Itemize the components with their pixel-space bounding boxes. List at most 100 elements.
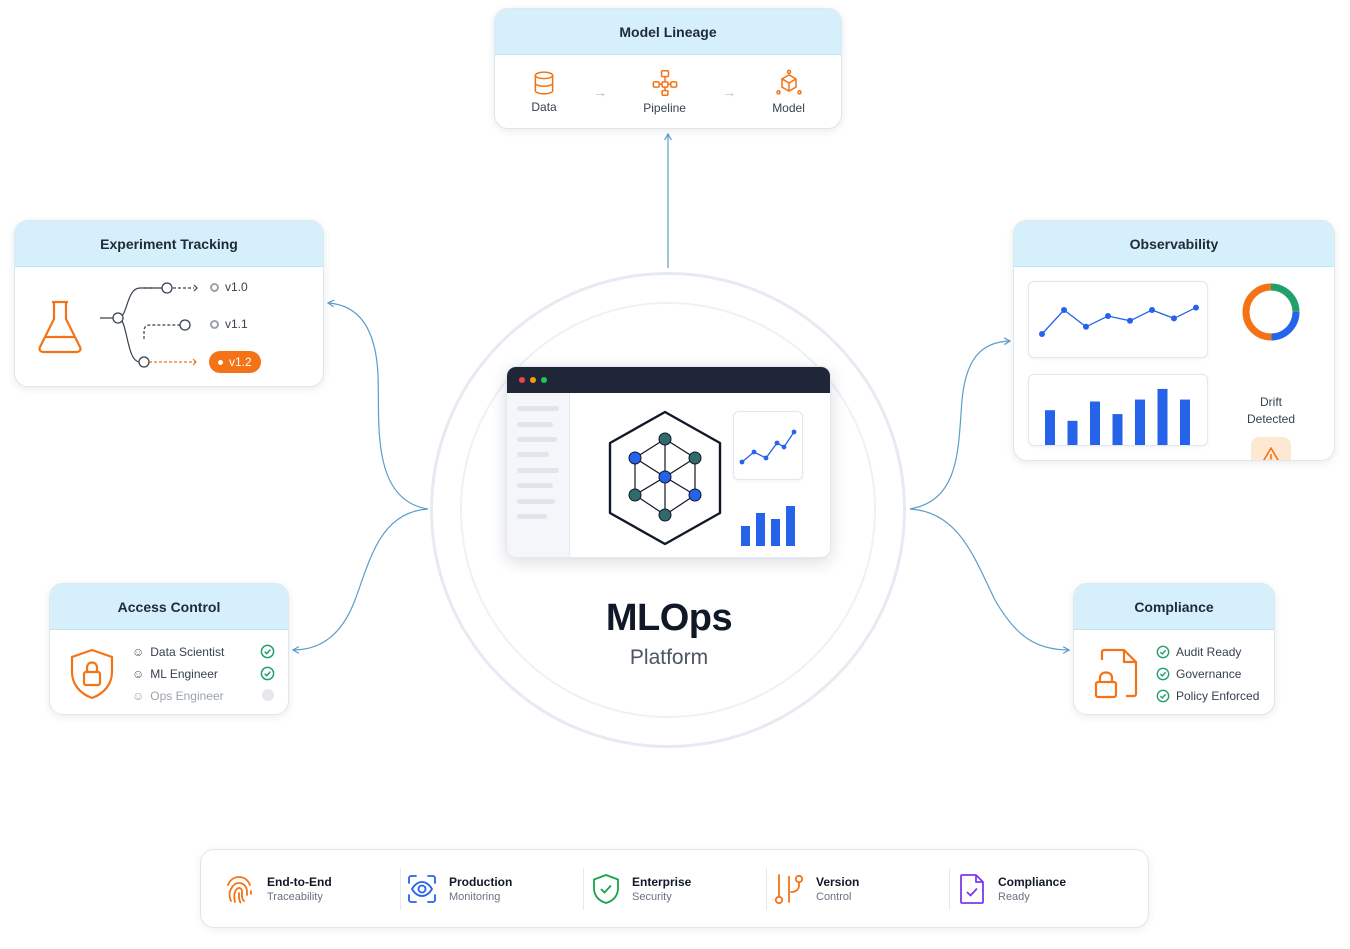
bar-chart-panel	[1028, 374, 1208, 446]
lineage-step-label: Pipeline	[643, 101, 686, 115]
database-icon	[534, 71, 554, 95]
lineage-step-data: Data	[531, 70, 557, 114]
compliance-item: Audit Ready	[1156, 644, 1259, 660]
feature-version-control: Version Control	[774, 868, 859, 910]
feature-subtitle: Monitoring	[449, 891, 501, 903]
bar	[1112, 414, 1123, 445]
sidebar-line	[517, 406, 559, 411]
check-circle-icon	[260, 666, 275, 681]
pipeline-icon	[652, 69, 678, 97]
drift-label: Drift Detected	[1226, 394, 1316, 428]
feature-subtitle: Security	[632, 891, 672, 903]
bar	[1135, 399, 1145, 445]
version-branch-graph	[100, 282, 198, 368]
window-close-dot	[519, 377, 525, 383]
role-row: ☺ Data Scientist	[132, 644, 224, 660]
feature-title: Production	[449, 875, 513, 889]
drift-warning-badge[interactable]	[1251, 437, 1291, 460]
feature-divider	[583, 868, 584, 910]
observability-card: Observability Drift Detected	[1013, 220, 1335, 461]
check-circle-icon	[260, 644, 275, 659]
compliance-item-label: Audit Ready	[1176, 645, 1242, 659]
line-chart	[1039, 304, 1199, 337]
document-lock-icon	[1094, 648, 1138, 699]
connector-access	[291, 508, 429, 654]
sidebar-line	[517, 483, 553, 488]
line-point	[1061, 307, 1067, 313]
connector-experiment	[326, 299, 429, 510]
bar	[1180, 399, 1190, 445]
hub-title: MLOps	[605, 597, 733, 639]
mini-bar-chart	[741, 506, 795, 546]
compliance-title: Compliance	[1074, 584, 1274, 630]
version-circle-icon	[210, 282, 219, 292]
drift-label-line: Drift	[1260, 395, 1282, 409]
check-circle-icon	[1156, 667, 1170, 681]
sidebar-line	[517, 499, 555, 504]
bar	[1090, 401, 1100, 445]
active-version-label: v1.2	[229, 355, 252, 369]
sidebar-line	[517, 422, 553, 427]
hub-outer-ring	[430, 272, 906, 748]
version-label: v1.0	[225, 280, 248, 294]
donut-chart	[1242, 283, 1300, 341]
line-series	[1041, 307, 1197, 335]
compliance-card: Compliance Audit Ready Governance Policy…	[1073, 583, 1275, 715]
compliance-item-label: Policy Enforced	[1176, 689, 1260, 703]
experiment-tracking-card: Experiment Tracking v1.0 v1.1	[14, 220, 324, 387]
window-titlebar	[507, 367, 830, 393]
drift-label-line: Detected	[1246, 412, 1296, 426]
check-circle-icon	[1156, 689, 1170, 703]
feature-subtitle: Control	[816, 891, 852, 903]
bar	[1045, 410, 1055, 445]
role-label: Data Scientist	[150, 645, 225, 659]
sidebar-line	[517, 468, 559, 473]
feature-divider	[949, 868, 950, 910]
shield-check-icon	[593, 874, 619, 904]
mini-bar-chart-panel	[733, 495, 803, 550]
access-control-card: Access Control ☺ Data Scientist ☺ ML Eng…	[49, 583, 289, 715]
feature-subtitle: Traceability	[267, 891, 323, 903]
connector-observability	[909, 337, 1012, 510]
line-point	[1039, 331, 1045, 337]
hub-inner-ring	[460, 302, 876, 718]
lineage-step-label: Data	[531, 100, 557, 114]
access-control-title: Access Control	[50, 584, 288, 630]
window-maximize-dot	[541, 377, 547, 383]
neural-network-hexagon-icon	[608, 410, 722, 546]
role-row: ☺ ML Engineer	[132, 666, 224, 682]
feature-monitoring: Production Monitoring	[407, 868, 512, 910]
active-version-badge[interactable]: v1.2	[209, 351, 261, 373]
bar	[1157, 388, 1168, 445]
connector-compliance	[909, 508, 1071, 654]
role-row: ☺ Ops Engineer	[132, 688, 224, 704]
line-point	[1127, 317, 1133, 324]
line-chart-panel	[1028, 281, 1208, 358]
user-icon: ☺	[132, 667, 145, 681]
sidebar-line	[517, 514, 547, 519]
bar	[1067, 420, 1078, 445]
feature-security: Enterprise Security	[592, 868, 691, 910]
compliance-item: Governance	[1156, 666, 1259, 682]
git-branch-icon	[774, 874, 804, 905]
version-circle-icon	[210, 319, 219, 329]
fingerprint-icon	[227, 876, 252, 904]
lineage-step-pipeline: Pipeline	[643, 69, 686, 115]
document-check-icon	[960, 874, 984, 904]
feature-compliance: Compliance Ready	[958, 868, 1066, 910]
user-icon: ☺	[132, 645, 145, 659]
mini-line-chart-panel	[733, 411, 803, 480]
disabled-status-dot	[262, 689, 274, 701]
version-item[interactable]: v1.1	[210, 317, 248, 331]
feature-bar: End-to-End Traceability Production Monit…	[200, 849, 1149, 928]
model-lineage-title: Model Lineage	[495, 9, 841, 55]
experiment-tracking-title: Experiment Tracking	[15, 221, 323, 267]
version-item[interactable]: v1.0	[210, 280, 248, 294]
shield-lock-icon	[70, 648, 114, 700]
role-label: Ops Engineer	[150, 689, 224, 703]
window-sidebar	[507, 393, 570, 557]
feature-title: End-to-End	[267, 875, 332, 889]
warning-icon	[1263, 447, 1279, 460]
hub-subtitle: Platform	[629, 646, 709, 669]
